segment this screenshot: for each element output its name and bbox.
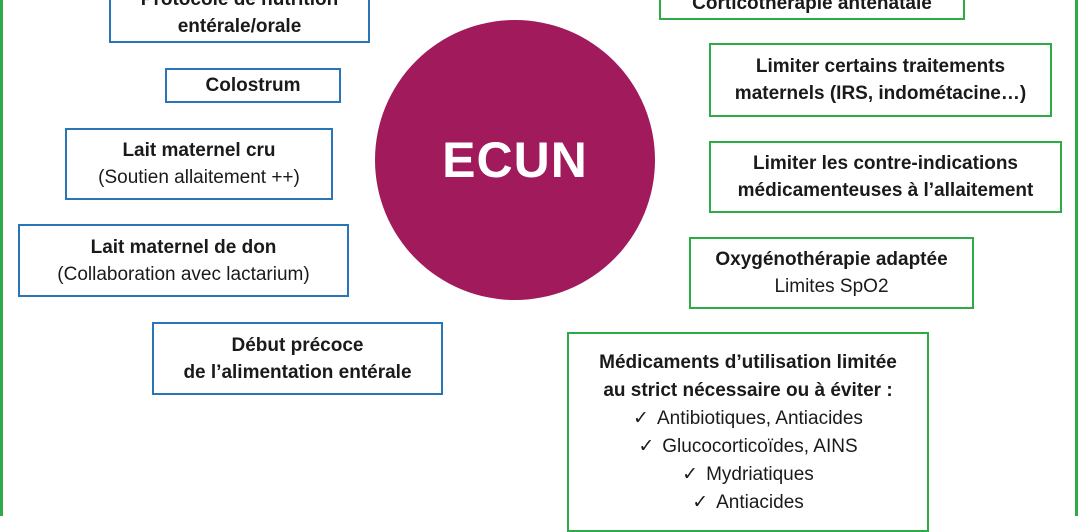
maternal-treatments-line2: maternels (IRS, indométacine…)	[734, 83, 1027, 104]
check-icon: ✓	[682, 464, 699, 485]
check-icon: ✓	[692, 492, 709, 513]
donor-milk-box: Lait maternel de don (Collaboration avec…	[18, 224, 349, 297]
medications-title-line2: au strict nécessaire ou à éviter :	[603, 380, 893, 401]
raw-milk-title: Lait maternel cru	[122, 140, 276, 161]
ecun-circle: ECUN	[375, 20, 655, 300]
maternal-treatments-line1: Limiter certains traitements	[755, 56, 1006, 77]
raw-milk-note: (Soutien allaitement ++)	[98, 167, 300, 188]
oxygen-limits: Limites SpO2	[774, 276, 889, 297]
donor-milk-title: Lait maternel de don	[90, 236, 277, 258]
maternal-treatments-box: Limiter certains traitements maternels (…	[709, 43, 1052, 117]
contraindications-line1: Limiter les contre-indications	[753, 153, 1018, 174]
left-frame-line	[0, 0, 3, 516]
medication-item: ✓ Mydriatiques	[682, 461, 814, 489]
ecun-label: ECUN	[442, 132, 588, 188]
medication-item: ✓ Antibiotiques, Antiacides	[633, 405, 863, 433]
right-frame-line	[1075, 0, 1078, 516]
medications-box: Médicaments d’utilisation limitée au str…	[567, 332, 929, 532]
contraindications-line2: médicamenteuses à l’allaitement	[737, 180, 1034, 201]
medication-item-label: Glucocorticoïdes, AINS	[662, 436, 858, 457]
nutrition-protocol-line1: Protocole de nutrition	[141, 0, 338, 13]
check-icon: ✓	[633, 408, 649, 429]
colostrum-box: Colostrum	[165, 68, 341, 103]
medication-item-label: Mydriatiques	[706, 464, 814, 485]
early-feeding-line1: Début précoce	[231, 334, 364, 356]
oxygen-title: Oxygénothérapie adaptée	[715, 249, 948, 270]
medication-item-label: Antiacides	[716, 492, 804, 513]
medications-title-line1: Médicaments d’utilisation limitée	[599, 352, 897, 373]
oxygen-box: Oxygénothérapie adaptée Limites SpO2	[689, 237, 974, 309]
medication-item: ✓ Glucocorticoïdes, AINS	[638, 433, 857, 461]
colostrum-label: Colostrum	[205, 75, 301, 96]
medication-item: ✓ Antiacides	[692, 489, 804, 517]
nutrition-protocol-line2: entérale/orale	[177, 15, 302, 37]
corticotherapy-box: Corticothérapie anténatale	[659, 0, 965, 20]
nutrition-protocol-box: Protocole de nutrition entérale/orale	[109, 0, 370, 43]
corticotherapy-label: Corticothérapie anténatale	[692, 0, 932, 14]
early-feeding-box: Début précoce de l’alimentation entérale	[152, 322, 443, 395]
early-feeding-line2: de l’alimentation entérale	[183, 361, 412, 383]
contraindications-box: Limiter les contre-indications médicamen…	[709, 141, 1062, 213]
donor-milk-note: (Collaboration avec lactarium)	[57, 263, 310, 285]
raw-milk-box: Lait maternel cru (Soutien allaitement +…	[65, 128, 333, 200]
check-icon: ✓	[638, 436, 655, 457]
medication-item-label: Antibiotiques, Antiacides	[656, 408, 863, 429]
